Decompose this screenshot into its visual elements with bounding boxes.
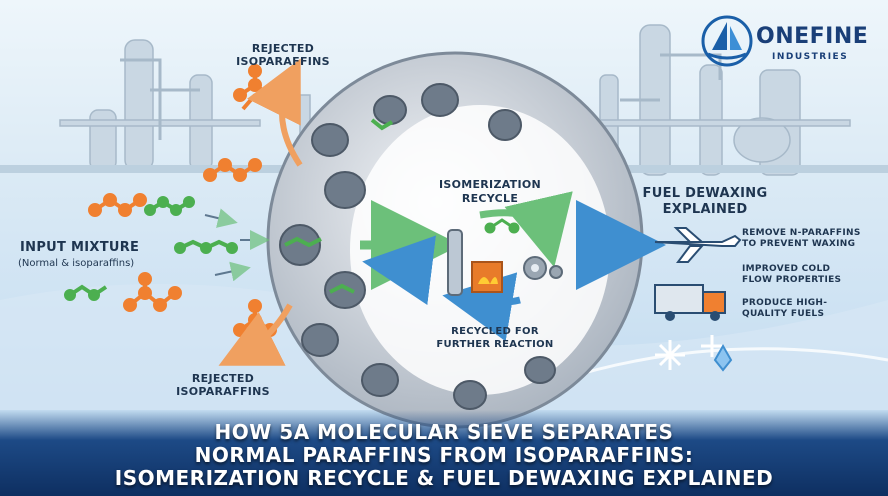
rejected-top-line-1: REJECTED <box>251 42 315 55</box>
rejected-bottom-arrow <box>218 303 293 366</box>
brand-tagline: INDUSTRIES <box>772 52 849 62</box>
rejected-top-arrow <box>247 58 303 167</box>
benefit-1-line-1: REMOVE N-PARAFFINS <box>742 228 861 238</box>
reactor-column-icon <box>447 229 463 296</box>
recycled-line-1: RECYCLED FOR <box>451 326 539 337</box>
rejected-top-label: REJECTED ISOPARAFFINS <box>228 42 338 68</box>
crystal-icon <box>713 343 733 372</box>
benefit-3-line-2: QUALITY FUELS <box>742 309 825 319</box>
snowflake-icon <box>655 335 723 370</box>
input-mixture-title: INPUT MIXTURE <box>20 240 140 255</box>
brand-name: ONEFINE <box>756 24 869 49</box>
rejected-bottom-line-2: ISOPARAFFINS <box>176 385 270 398</box>
sailboat-icon <box>701 15 753 67</box>
benefit-3: PRODUCE HIGH- QUALITY FUELS <box>742 298 882 320</box>
benefit-1-line-2: TO PREVENT WAXING <box>742 239 856 249</box>
rejected-top-line-2: ISOPARAFFINS <box>236 55 330 68</box>
isomerization-label: ISOMERIZATION RECYCLE <box>430 178 550 206</box>
recycled-label: RECYCLED FOR FURTHER REACTION <box>425 325 565 351</box>
dewaxing-title-line-2: EXPLAINED <box>662 202 748 217</box>
dewaxing-title: FUEL DEWAXING EXPLAINED <box>620 186 790 218</box>
input-mixture-subtitle: (Normal & isoparaffins) <box>18 258 135 269</box>
isomerization-line-2: RECYCLE <box>461 192 519 205</box>
title-line-1: HOW 5A MOLECULAR SIEVE SEPARATES <box>214 420 674 444</box>
rejected-bottom-label: REJECTED ISOPARAFFINS <box>168 372 278 398</box>
benefit-2: IMPROVED COLD FLOW PROPERTIES <box>742 264 882 286</box>
input-molecules <box>64 64 277 337</box>
truck-icon <box>654 284 726 321</box>
brand-logo: ONEFINE INDUSTRIES <box>700 14 884 74</box>
title-line-2: NORMAL PARAFFINS FROM ISOPARAFFINS: <box>194 443 694 467</box>
furnace-icon <box>471 261 503 293</box>
rejected-bottom-line-1: REJECTED <box>191 372 255 385</box>
benefit-1: REMOVE N-PARAFFINS TO PREVENT WAXING <box>742 228 882 250</box>
benefit-3-line-1: PRODUCE HIGH- <box>742 298 828 308</box>
title-line-3: ISOMERIZATION RECYCLE & FUEL DEWAXING EX… <box>114 466 774 490</box>
benefit-2-line-2: FLOW PROPERTIES <box>742 275 842 285</box>
isomerization-line-1: ISOMERIZATION <box>438 178 542 191</box>
title-band <box>0 410 888 496</box>
airplane-icon <box>654 227 742 263</box>
benefit-2-line-1: IMPROVED COLD <box>742 264 831 274</box>
recycled-line-2: FURTHER REACTION <box>436 339 554 350</box>
recycle-loop <box>360 191 573 342</box>
dewaxing-title-line-1: FUEL DEWAXING <box>642 186 768 201</box>
